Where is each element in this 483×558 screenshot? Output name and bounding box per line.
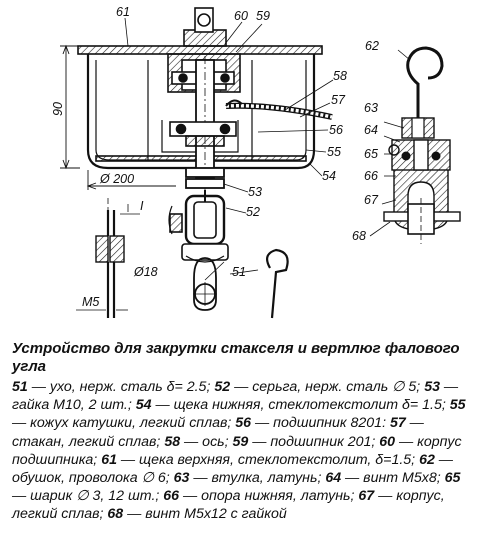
legend-num: 65 — [444, 470, 461, 487]
callout-57: 57 — [331, 93, 346, 107]
legend-num: 60 — [379, 433, 396, 450]
callout-51: 51 — [232, 265, 246, 279]
inner-cup — [147, 60, 253, 160]
legend-text: — шарик ∅ 3, 12 шт.; — [12, 488, 164, 505]
legend-num: 54 — [135, 397, 152, 414]
legend-text: — щека нижняя, стеклотекстолит δ= 1.5; — [151, 397, 450, 414]
callout-56: 56 — [329, 123, 343, 137]
callout-67: 67 — [364, 193, 379, 207]
legend-num: 53 — [424, 379, 440, 395]
callout-64: 64 — [364, 123, 378, 137]
legend-num: 51 — [12, 379, 28, 395]
legend-num: 56 — [235, 415, 252, 432]
legend-text: — винт М5х12 с гайкой — [123, 506, 287, 523]
legend-text: — серьга, нерж. сталь ∅ 5; — [230, 379, 425, 395]
legend-num: 64 — [325, 470, 342, 487]
legend-text: — подшипник 8201: — [251, 415, 390, 432]
callout-53: 53 — [248, 185, 262, 199]
bolt-label: M5 — [82, 295, 99, 309]
callout-59: 59 — [256, 9, 270, 23]
callout-66: 66 — [364, 169, 378, 183]
legend-num: 66 — [163, 488, 180, 505]
callout-61: 61 — [116, 5, 130, 19]
diameter-dimension — [86, 170, 176, 190]
legend-text: — обушок, проволока ∅ 6; — [12, 451, 453, 487]
legend-num: 57 — [389, 415, 406, 432]
caption-title: Устройство для закрутки стакселя и вертл… — [12, 340, 460, 375]
section-detail — [76, 198, 140, 318]
reel-assembly — [77, 7, 334, 214]
figure-caption: Устройство для закрутки стакселя и вертл… — [12, 340, 474, 524]
pin-diameter-label: Ø18 — [133, 265, 158, 279]
technical-drawing: 61 60 59 58 57 56 55 54 53 52 51 62 63 6… — [51, 5, 461, 319]
legend-num: 62 — [419, 451, 435, 468]
shackle-and-ear — [168, 190, 289, 319]
legend-num: 52 — [214, 379, 231, 395]
callout-65: 65 — [364, 147, 378, 161]
legend-text: — кожух катушки, легкий сплав; — [12, 415, 236, 432]
legend-text: — подшипник 201; — [248, 433, 380, 450]
swivel-assembly — [369, 46, 461, 244]
legend-num: 58 — [164, 433, 181, 450]
legend-text: — стакан, легкий сплав; — [12, 415, 424, 450]
legend-text: — ось; — [180, 433, 233, 450]
legend-text: — опора нижняя, латунь; — [179, 488, 359, 505]
legend-text: — корпус подшипника; — [12, 433, 462, 468]
callout-54: 54 — [322, 169, 336, 183]
callout-68: 68 — [352, 229, 366, 243]
caption-legend: 51 — ухо, нерж. сталь δ= 2.5; 52 — серьг… — [12, 378, 474, 524]
legend-text: — корпус, легкий сплав; — [12, 488, 445, 523]
detail-mark: I — [140, 199, 144, 213]
callout-63: 63 — [364, 101, 378, 115]
legend-text: — втулка, латунь; — [189, 470, 326, 487]
legend-num: 55 — [449, 397, 466, 414]
legend-num: 59 — [232, 433, 249, 450]
callout-55: 55 — [327, 145, 341, 159]
legend-text: — щека верхняя, стеклотекстолит, δ=1.5; — [116, 451, 420, 468]
legend-num: 63 — [173, 470, 190, 487]
callout-52: 52 — [246, 205, 260, 219]
legend-num: 61 — [101, 451, 117, 468]
legend-text: — ухо, нерж. сталь δ= 2.5; — [27, 379, 215, 395]
diameter-label: Ø 200 — [99, 172, 134, 186]
legend-text: — гайка М10, 2 шт.; — [12, 379, 459, 414]
callout-62: 62 — [365, 39, 379, 53]
legend-num: 68 — [107, 506, 124, 523]
upper-cheek — [77, 45, 323, 55]
legend-text: — винт М5х8; — [341, 470, 445, 487]
callout-58: 58 — [333, 69, 347, 83]
legend-num: 67 — [358, 488, 375, 505]
height-dimension — [60, 44, 80, 170]
callout-60: 60 — [234, 9, 248, 23]
height-label: 90 — [51, 102, 65, 116]
